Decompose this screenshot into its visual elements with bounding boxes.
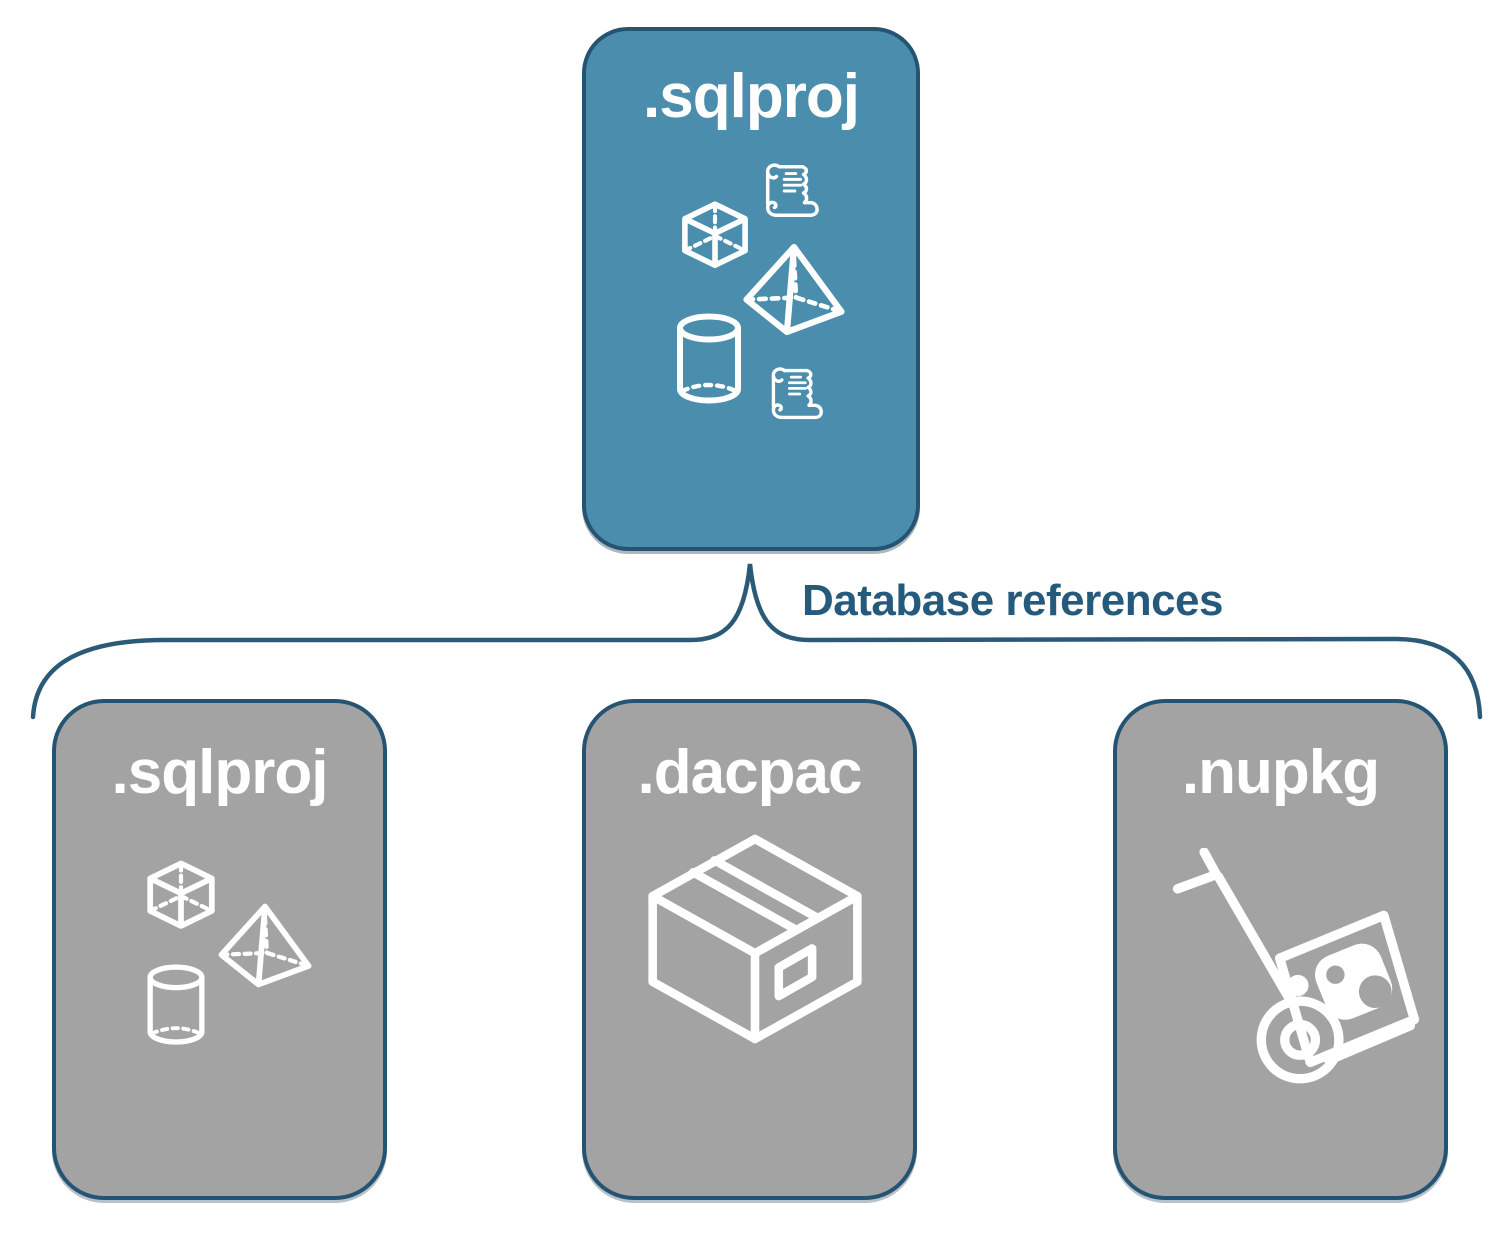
pyramid-icon	[738, 239, 850, 340]
connector-label: Database references	[802, 576, 1223, 625]
root-box-title: .sqlproj	[643, 62, 860, 131]
package-box-icon	[636, 829, 874, 1087]
root-box-sqlproj: .sqlproj	[582, 27, 920, 551]
cylinder-icon	[674, 313, 744, 405]
cube-icon	[137, 851, 225, 941]
child-box-dacpac: .dacpac	[582, 699, 917, 1200]
child-box-nupkg: .nupkg	[1113, 699, 1448, 1200]
child-box-title: .sqlproj	[111, 738, 329, 807]
cylinder-icon	[142, 964, 210, 1046]
pyramid-icon	[214, 899, 316, 992]
scroll-icon	[765, 364, 825, 424]
child-box-sqlproj: .sqlproj	[52, 699, 387, 1200]
scroll-icon	[759, 160, 821, 222]
child-box-title: .dacpac	[637, 738, 863, 807]
hand-truck-nuget-icon	[1172, 848, 1420, 1093]
child-box-title: .nupkg	[1181, 738, 1380, 807]
